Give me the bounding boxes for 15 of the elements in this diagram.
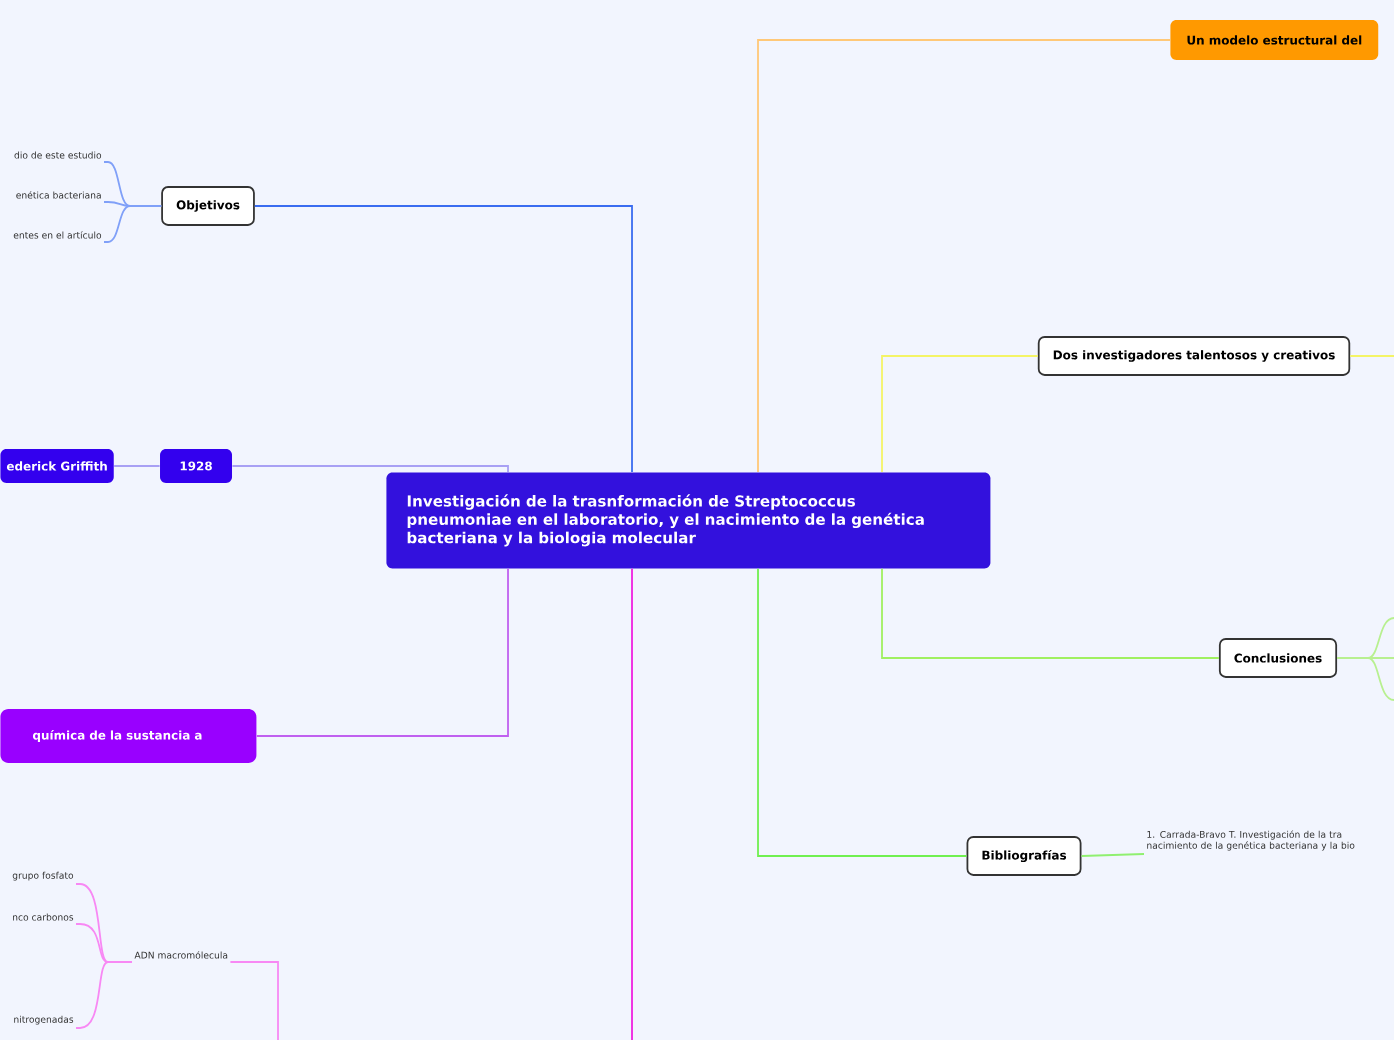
connector-line	[881, 567, 1220, 659]
connector-line	[253, 205, 633, 473]
connector-line	[757, 39, 1171, 473]
connector-line	[631, 567, 633, 1040]
connector-line	[1336, 657, 1394, 701]
connector-line	[757, 567, 968, 857]
connector-line	[1349, 355, 1394, 357]
connector-line	[255, 567, 509, 737]
connector-line	[231, 465, 509, 473]
connector-line	[229, 961, 279, 1040]
connector-line	[103, 205, 163, 243]
connector-line	[113, 465, 161, 467]
connector-line	[1080, 853, 1145, 857]
connector-line	[75, 961, 133, 1029]
connector-line	[881, 355, 1039, 473]
